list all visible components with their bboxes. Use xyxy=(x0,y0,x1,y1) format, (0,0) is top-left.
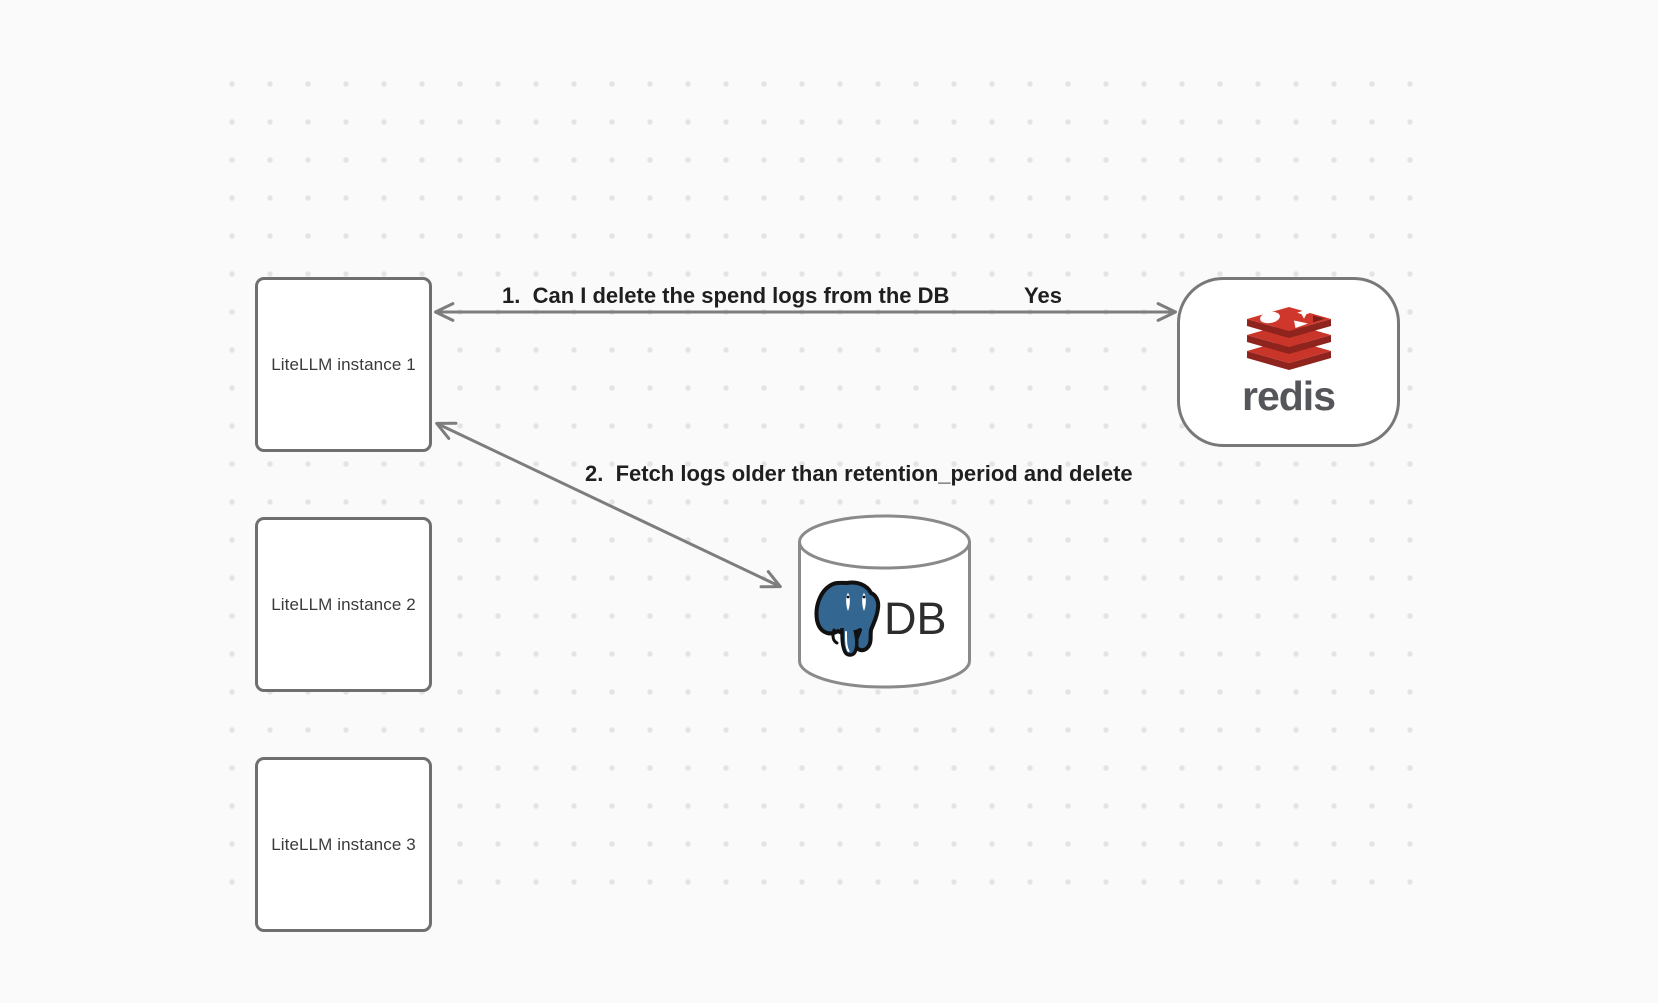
edge1-response-label[interactable]: Yes xyxy=(1024,283,1062,308)
node-litellm-instance-2-label: LiteLLM instance 2 xyxy=(271,594,416,614)
redis-stack-icon xyxy=(1246,307,1331,370)
edge1-label[interactable]: 1. Can I delete the spend logs from the … xyxy=(502,283,950,308)
node-db-cylinder[interactable] xyxy=(796,513,973,693)
edge2-label[interactable]: 2. Fetch logs older than retention_perio… xyxy=(585,461,1133,486)
node-litellm-instance-1-label: LiteLLM instance 1 xyxy=(271,354,416,374)
node-litellm-instance-3[interactable]: LiteLLM instance 3 xyxy=(255,757,432,932)
postgresql-elephant-icon xyxy=(814,580,881,657)
redis-wordmark: redis xyxy=(1242,373,1336,419)
node-redis[interactable]: redis xyxy=(1177,277,1400,447)
node-litellm-instance-2[interactable]: LiteLLM instance 2 xyxy=(255,517,432,692)
db-label: DB xyxy=(884,593,947,644)
node-litellm-instance-3-label: LiteLLM instance 3 xyxy=(271,834,416,854)
node-litellm-instance-1[interactable]: LiteLLM instance 1 xyxy=(255,277,432,452)
